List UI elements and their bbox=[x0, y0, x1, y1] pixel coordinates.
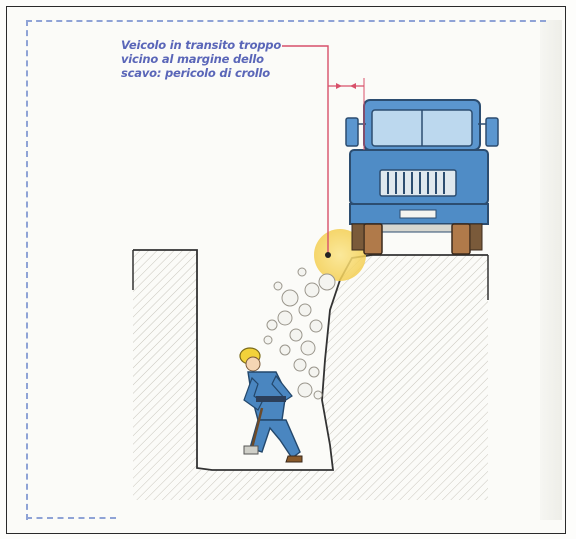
truck bbox=[346, 100, 498, 254]
hazard-caption: Veicolo in transito troppo vicino al mar… bbox=[121, 38, 296, 80]
